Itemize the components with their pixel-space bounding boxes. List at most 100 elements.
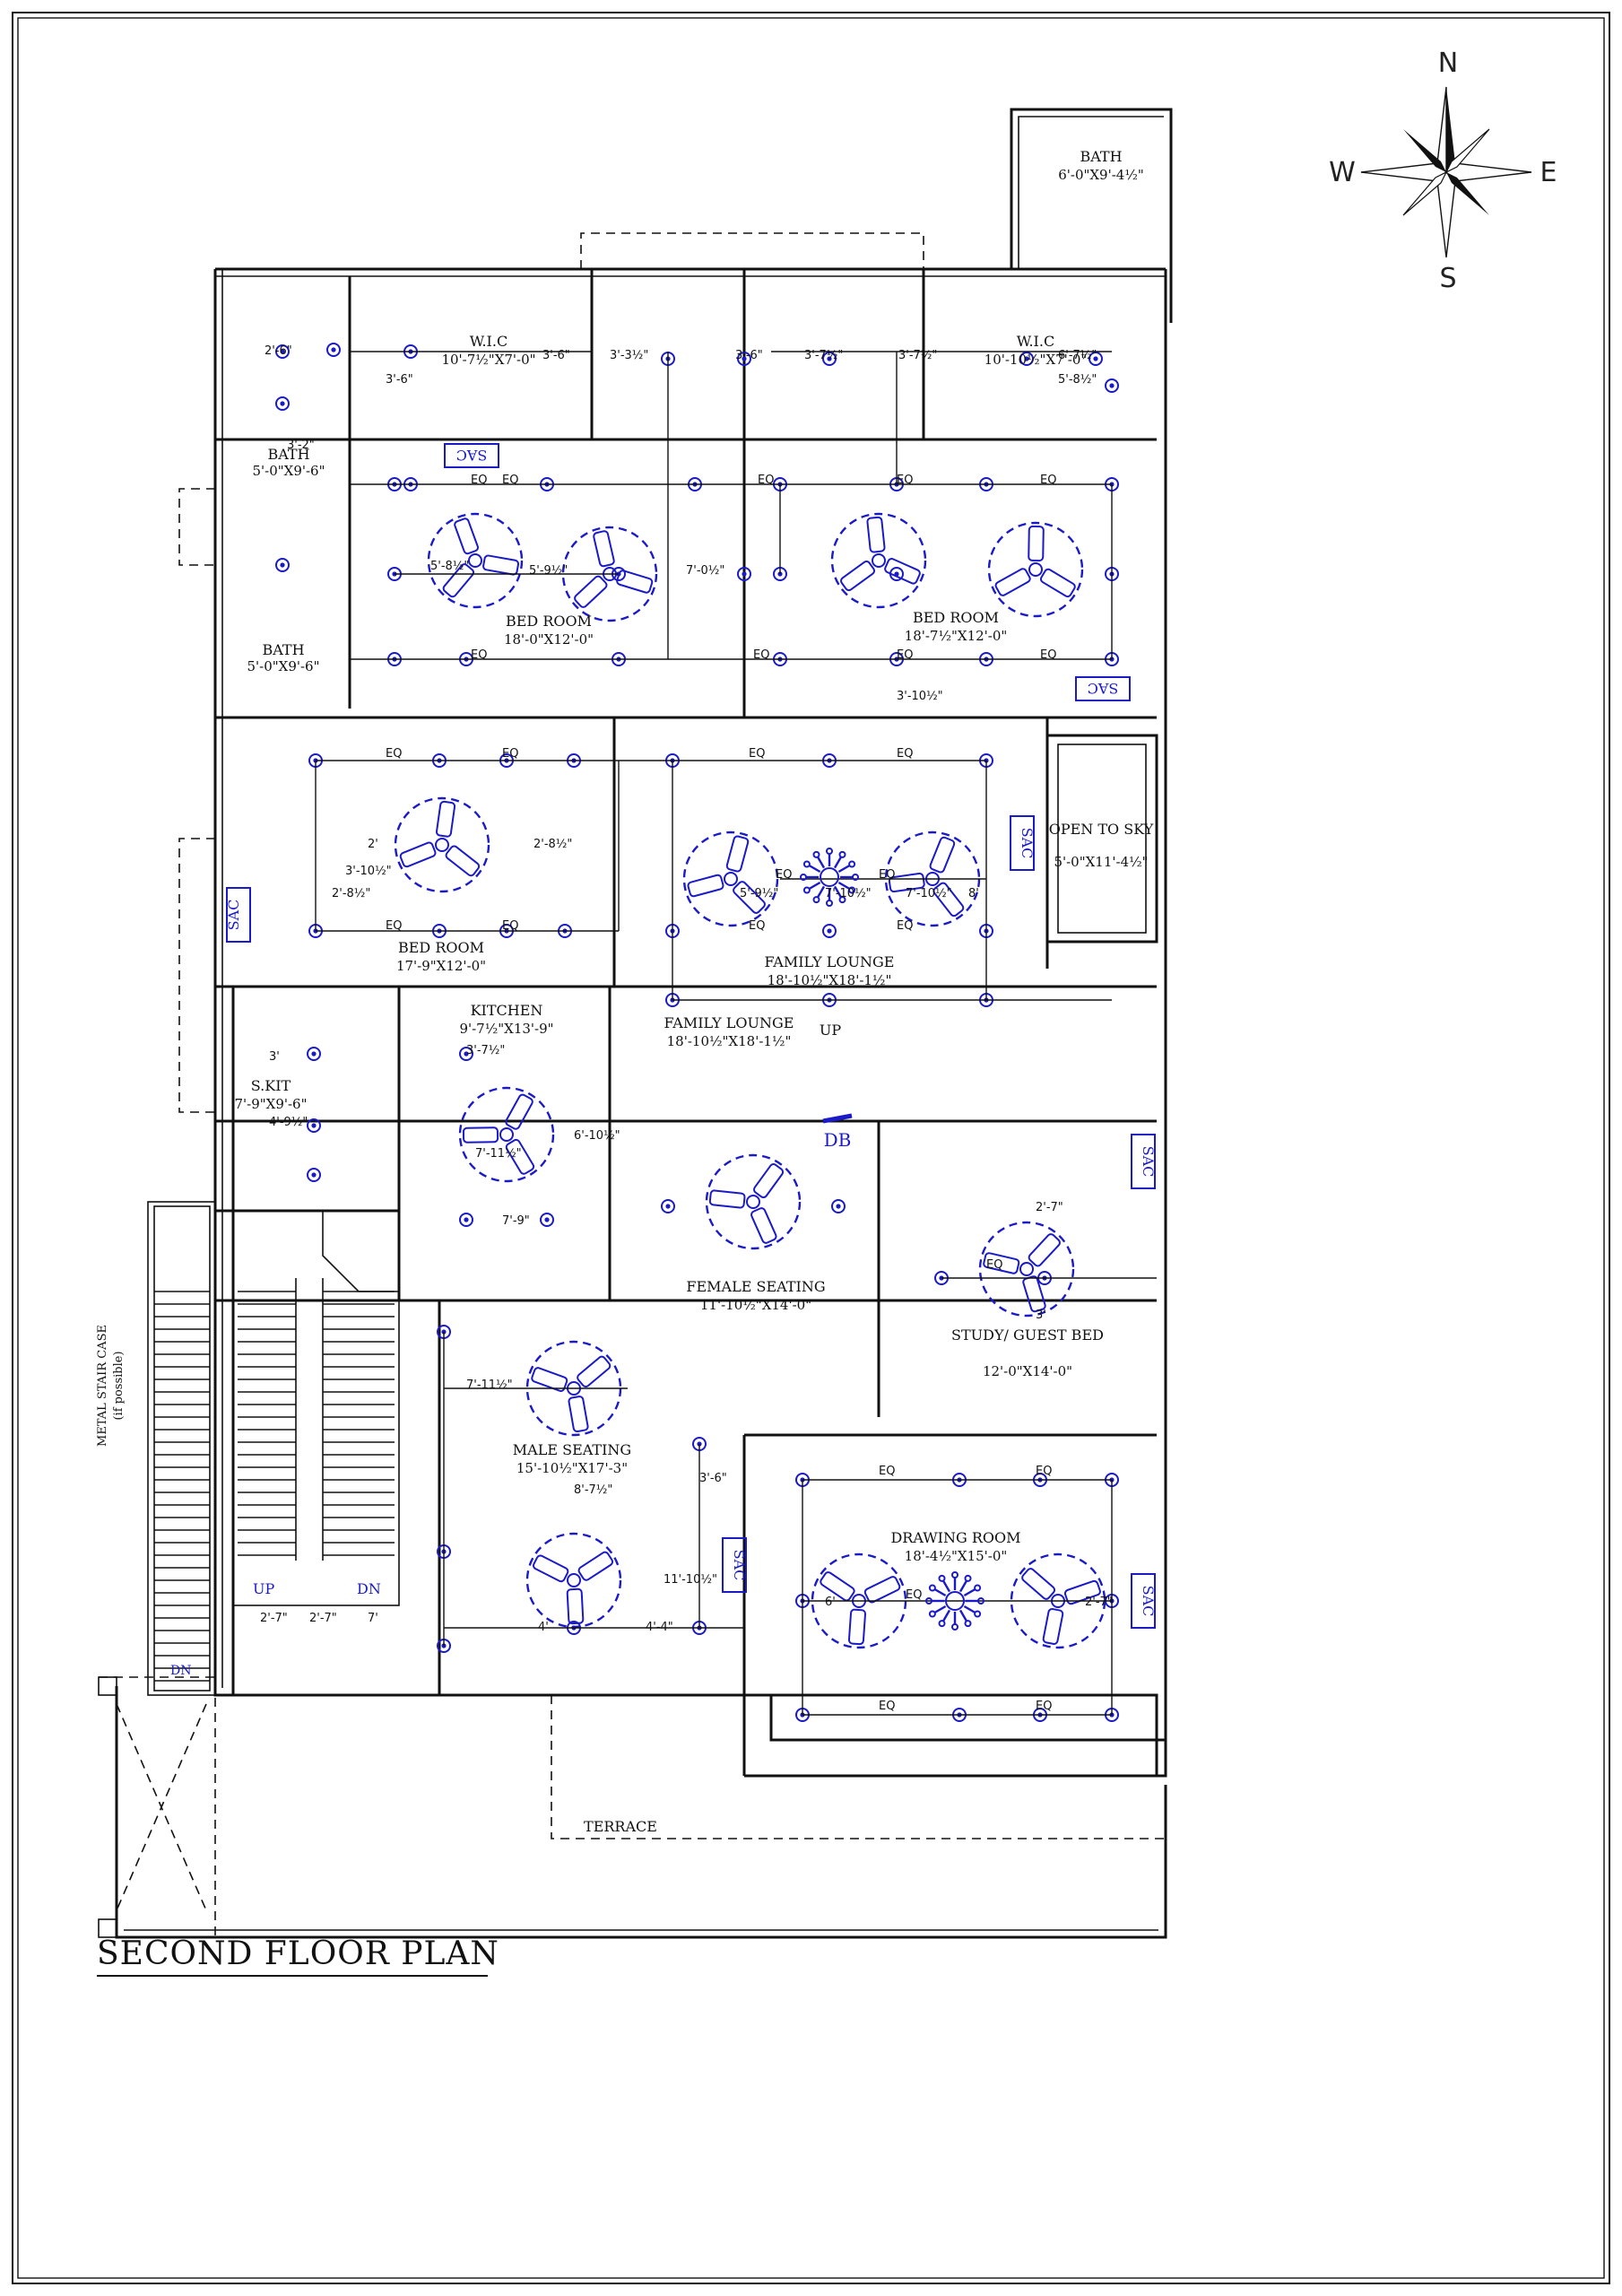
dimension-label: 2'-7" (260, 1612, 288, 1625)
room-size: 17'-9"X12'-0" (396, 958, 486, 974)
light-point-icon (822, 924, 837, 938)
room-name: OPEN TO SKY (1049, 821, 1154, 838)
ceiling-fan-icon (830, 512, 927, 609)
ceiling-fan-icon (458, 1086, 555, 1183)
room-name: BED ROOM (398, 939, 484, 956)
svg-text:(if possible): (if possible) (112, 1351, 126, 1420)
eq-tag: EQ (1040, 648, 1056, 662)
eq-tag: EQ (502, 919, 518, 933)
light-point-icon (275, 558, 290, 572)
dimension-label: 6'-10½" (574, 1129, 620, 1143)
svg-text:SAC: SAC (1140, 1586, 1157, 1617)
light-point-icon (307, 1047, 321, 1061)
room-name: BED ROOM (506, 613, 592, 630)
chandelier-icon (800, 848, 859, 907)
eq-tag: EQ (749, 747, 765, 761)
ceiling-fan-icon (394, 796, 490, 893)
room-size: 18'-0"X12'-0" (504, 631, 594, 648)
dimension-label: 3'-2" (287, 439, 315, 452)
room-labels: BATH 6'-0"X9'-4½" W.I.C 10'-7½"X7'-0" W.… (170, 148, 1154, 1835)
compass-east: E (1540, 157, 1557, 188)
svg-text:SAC: SAC (1140, 1146, 1157, 1178)
light-point-icon (275, 344, 290, 359)
eq-tag: EQ (986, 1258, 1002, 1272)
light-point-icon (889, 567, 904, 581)
light-point-icon (1105, 378, 1119, 393)
eq-tag: EQ (1040, 474, 1056, 487)
light-point-icon (737, 352, 751, 366)
svg-text:SAC: SAC (225, 900, 242, 931)
room-size: 18'-10½"X18'-1½" (667, 1033, 792, 1049)
db-label: DB (824, 1129, 852, 1151)
eq-tag: EQ (897, 919, 913, 933)
room-size: 5'-0"X11'-4½" (1054, 854, 1148, 870)
dimension-label: 3'-7½" (466, 1044, 505, 1057)
room-name: BATH (262, 641, 304, 658)
compass-south: S (1439, 263, 1456, 294)
eq-tag: EQ (502, 474, 518, 487)
room-name: W.I.C (1017, 333, 1054, 350)
dimension-label: 5'-8½" (430, 560, 469, 573)
eq-tag: EQ (906, 1588, 922, 1602)
room-name: KITCHEN (471, 1002, 543, 1019)
eq-tag: EQ (753, 648, 769, 662)
room-name: FAMILY LOUNGE (765, 953, 895, 970)
room-size: 7'-9"X9'-6" (234, 1096, 307, 1112)
room-name: BATH (267, 446, 309, 463)
eq-tag: EQ (897, 648, 913, 662)
landing-down-label: DN (170, 1664, 191, 1678)
room-size: 10'-7½"X7'-0" (441, 352, 535, 368)
room-name: MALE SEATING (513, 1441, 631, 1458)
room-size: 6'-0"X9'-4½" (1058, 167, 1144, 183)
room-size: 5'-0"X9'-6" (252, 463, 325, 479)
room-name: FEMALE SEATING (686, 1278, 825, 1295)
dimension-label: 5'-9½" (740, 887, 778, 900)
light-point-icon (326, 343, 341, 357)
room-size: 18'-7½"X12'-0" (905, 628, 1008, 644)
sheet-border (12, 12, 1610, 2284)
room-name: FAMILY LOUNGE (664, 1014, 794, 1031)
dimension-labels: 2'-6"3'-2"3'-6"3'-6"3'-3½"3'-6"3'-7½"3'-… (260, 344, 1113, 1713)
light-point-icon (275, 396, 290, 411)
room-size: 12'-0"X14'-0" (983, 1363, 1072, 1379)
ceiling-fan-icon (427, 512, 524, 609)
dimension-label: 3'-10½" (897, 690, 943, 703)
light-point-icon (307, 1168, 321, 1182)
eq-tag: EQ (879, 1700, 895, 1713)
room-name: DRAWING ROOM (890, 1529, 1020, 1546)
ceiling-fan-icon (561, 526, 658, 622)
room-size: 9'-7½"X13'-9" (459, 1021, 553, 1037)
eq-tag: EQ (471, 474, 487, 487)
light-point-icon (1019, 352, 1034, 366)
dimension-label: 5'-9½" (529, 564, 568, 578)
room-name: BATH (1080, 148, 1122, 165)
dimension-label: 3'-7½" (804, 349, 843, 362)
dimension-label: 7'-10½" (906, 887, 952, 900)
eq-tag: EQ (386, 747, 402, 761)
ceiling-fan-icon (682, 831, 779, 927)
room-size: 18'-4½"X15'-0" (905, 1548, 1008, 1564)
dimension-label: 3'-10½" (345, 865, 392, 878)
eq-tag: EQ (897, 474, 913, 487)
dimension-label: 7'-11½" (475, 1147, 522, 1161)
dimension-label: 3'-6" (386, 373, 413, 387)
dimension-label: 4'-4" (646, 1621, 673, 1634)
eq-tag: EQ (749, 919, 765, 933)
dimension-label: 6' (825, 1596, 836, 1609)
dimension-label: 3'-7½" (898, 349, 937, 362)
stair-down-label: DN (357, 1580, 381, 1597)
dimension-label: 7'-9" (502, 1214, 530, 1228)
svg-text:SAC: SAC (1088, 680, 1119, 697)
eq-tag: EQ (502, 747, 518, 761)
eq-tag: EQ (1036, 1465, 1052, 1478)
dimension-label: 7'-11½" (466, 1378, 513, 1392)
eq-tag: EQ (758, 474, 774, 487)
room-size: 18'-10½"X18'-1½" (768, 972, 892, 988)
light-point-icon (459, 1047, 473, 1061)
plan-title: SECOND FLOOR PLAN (97, 1935, 499, 1972)
eq-tag: EQ (776, 868, 792, 882)
dimension-label: 4'-9½" (269, 1116, 308, 1129)
stair-note: METAL STAIR CASE (if possible) (96, 1325, 126, 1447)
svg-text:SAC: SAC (731, 1550, 748, 1581)
lounge-up-label: UP (820, 1022, 841, 1039)
